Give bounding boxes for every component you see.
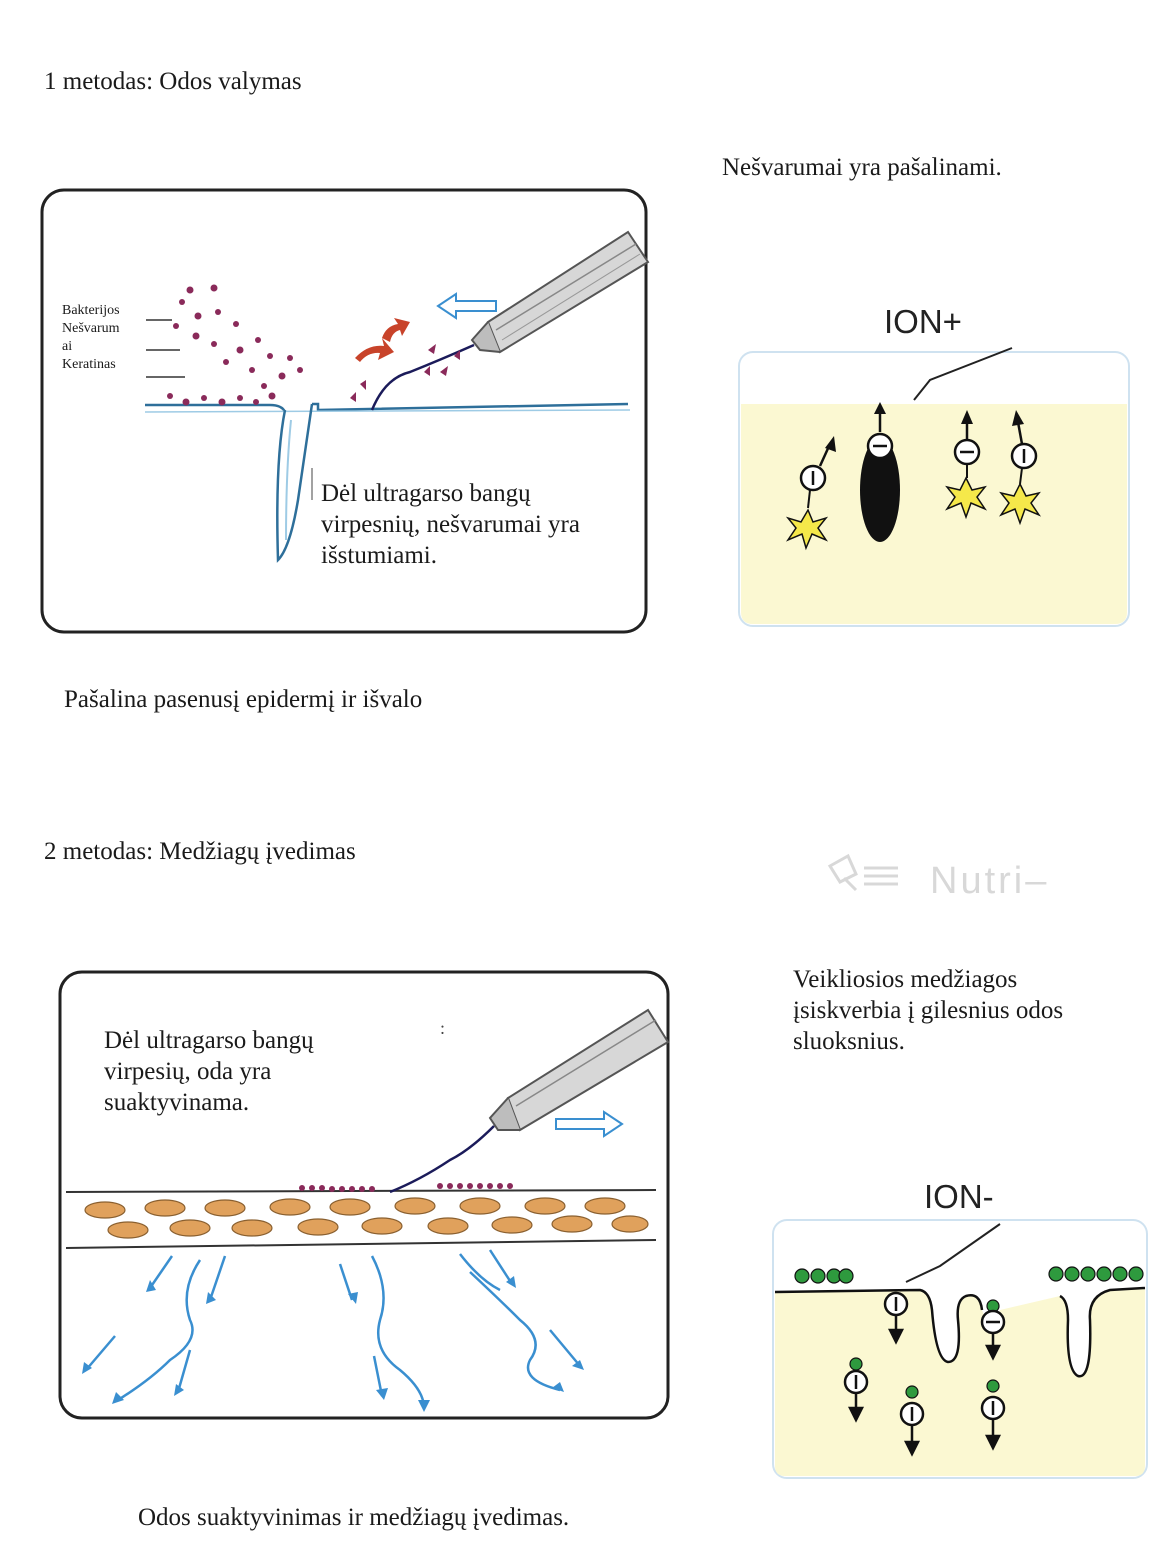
nutri-logo-icon	[827, 853, 898, 892]
method1-heading: 1 metodas: Odos valymas	[44, 68, 302, 95]
method1-panel-caption: Dėl ultragarso bangų virpesnių, nešvarum…	[321, 480, 580, 569]
ultrasound-probe-icon	[470, 230, 650, 354]
label-keratin: Keratinas	[62, 357, 116, 372]
negative-ion-icon	[998, 410, 1042, 526]
ion-minus-label: ION-	[924, 1178, 994, 1215]
negative-ion-icon	[883, 1291, 909, 1345]
layer-labels: Bakterijos Nešvarum ai Keratinas	[62, 302, 120, 374]
red-arrow-icon	[355, 338, 394, 362]
negative-ion-icon	[843, 1357, 869, 1423]
negative-ion-icon	[785, 436, 836, 551]
ultrasound-probe-icon	[488, 1008, 670, 1132]
negative-ion-icon	[980, 1299, 1006, 1361]
label-dirt-2: ai	[62, 339, 73, 354]
method1-footer: Pašalina pasenusį epidermį ir išvalo	[64, 686, 423, 713]
arrow-right-icon	[555, 1110, 624, 1138]
arrow-left-icon	[436, 292, 497, 320]
ion-plus-label: ION+	[884, 303, 962, 340]
negative-ion-icon	[980, 1379, 1006, 1451]
label-dirt-1: Nešvarum	[62, 321, 120, 336]
method1-result: Nešvarumai yra pašalinami.	[722, 154, 1002, 181]
method2-heading: 2 metodas: Medžiagų įvedimas	[44, 838, 356, 865]
method2-footer: Odos suaktyvinimas ir medžiagų įvedimas.	[138, 1504, 570, 1531]
svg-text::: :	[440, 1018, 445, 1038]
nutri-logo-text: Nutri–	[930, 860, 1050, 902]
negative-ion-icon	[944, 410, 988, 520]
method2-result: Veikliosios medžiagos įsiskverbia į gile…	[793, 966, 1064, 1055]
label-bacteria: Bakterijos	[62, 303, 120, 318]
red-arrow-icon	[382, 318, 410, 342]
negative-ion-icon	[899, 1385, 925, 1457]
method2-panel-caption: Dėl ultragarso bangų virpesių, oda yra s…	[104, 1027, 314, 1116]
